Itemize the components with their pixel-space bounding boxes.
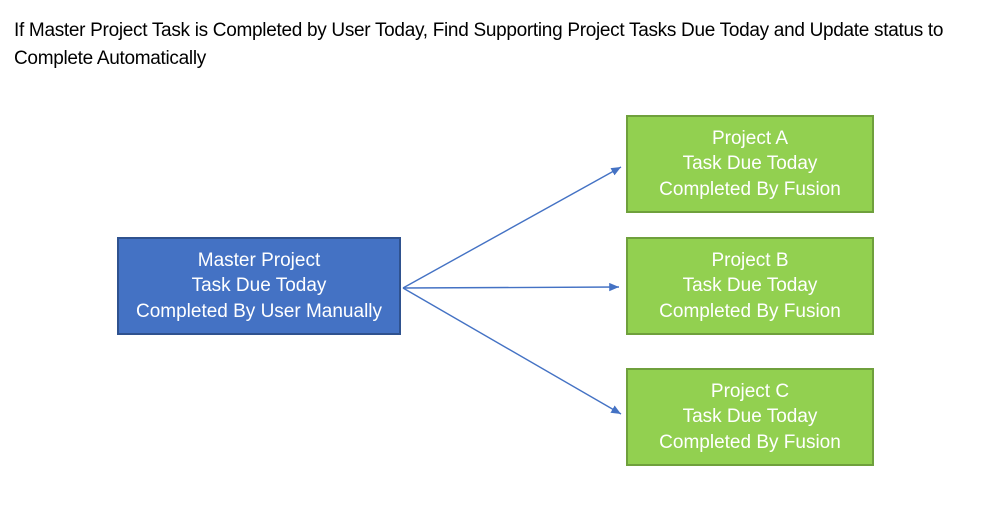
arrow-master-to-project-b (402, 282, 620, 292)
project-b-box-line-1: Project B (711, 249, 789, 271)
project-a-box-line-2: Task Due Today (682, 153, 818, 175)
project-c-box-line-3: Completed By Fusion (659, 431, 841, 453)
arrow-master-to-project-c (402, 287, 622, 415)
project-a-box-line-1: Project A (711, 127, 789, 149)
project-c-box-line-2: Task Due Today (682, 406, 818, 428)
master-project-box-line-1: Master Project (197, 249, 321, 271)
project-a-box-line-3: Completed By Fusion (659, 178, 841, 200)
project-b-box: Project B Task Due Today Completed By Fu… (626, 237, 874, 335)
project-b-box-line-3: Completed By Fusion (659, 300, 841, 322)
project-c-box-line-1: Project C (710, 380, 790, 402)
master-project-box: Master Project Task Due Today Completed … (117, 237, 401, 335)
master-project-box-line-2: Task Due Today (191, 275, 327, 297)
master-project-box-line-3: Completed By User Manually (135, 300, 383, 322)
project-b-box-line-2: Task Due Today (682, 275, 818, 297)
project-c-box: Project C Task Due Today Completed By Fu… (626, 368, 874, 466)
diagram-title: If Master Project Task is Completed by U… (14, 20, 944, 69)
project-a-box: Project A Task Due Today Completed By Fu… (626, 115, 874, 213)
arrow-master-to-project-a (402, 166, 622, 289)
